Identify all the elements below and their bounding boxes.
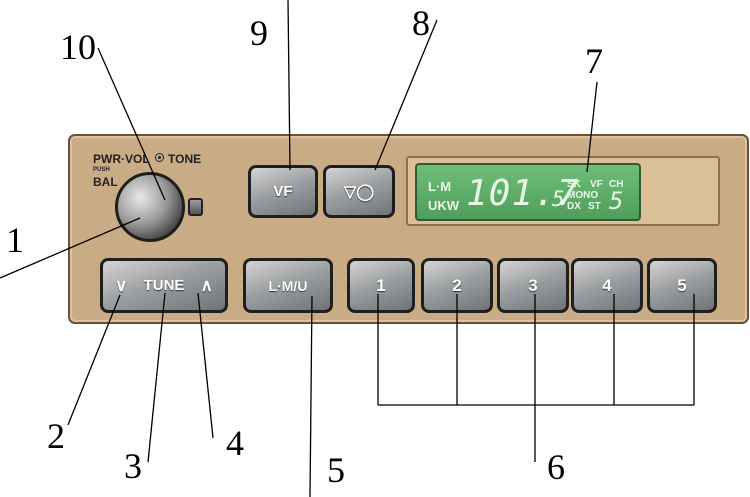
tune-down-icon[interactable]: ∨ [115, 275, 128, 295]
leader-line-5 [309, 295, 313, 497]
band-lmu-label: L·M/U [268, 277, 308, 294]
preset-5-label: 5 [677, 275, 687, 295]
lcd-sk: SK [567, 179, 581, 190]
lcd-mono: MONO [567, 190, 599, 201]
preset-button-2[interactable]: 2 [421, 258, 493, 313]
callout-1: 1 [6, 220, 24, 260]
lcd-vf: VF [590, 179, 603, 190]
lcd-frequency: 101.7 [466, 173, 580, 214]
callout-3: 3 [124, 446, 142, 486]
preset-4-label: 4 [602, 275, 612, 295]
callout-10: 10 [60, 27, 96, 67]
callout-9: 9 [250, 13, 268, 53]
lcd-channel: 5 [609, 187, 624, 215]
lcd-display [415, 163, 641, 221]
preset-button-4[interactable]: 4 [571, 258, 643, 313]
callout-6: 6 [547, 447, 565, 487]
callout-7: 7 [585, 41, 603, 81]
lcd-band-top: L·M [428, 179, 452, 194]
tune-rocker[interactable]: ∨ TUNE ∧ [100, 258, 228, 313]
preset-1-label: 1 [376, 275, 386, 295]
callout-5: 5 [327, 450, 345, 490]
lcd-ch: CH [609, 179, 624, 190]
pwr-vol-label: PWR·VOL [93, 152, 150, 166]
preset-button-1[interactable]: 1 [347, 258, 415, 313]
lcd-frequency-suffix: 5 [552, 187, 565, 211]
preset-button-3[interactable]: 3 [497, 258, 569, 313]
tone-label: TONE [168, 152, 202, 166]
knob-nub [188, 198, 203, 216]
tone-indicator-icon [155, 153, 164, 162]
band-lmu-button[interactable]: L·M/U [243, 258, 333, 313]
lcd-dx: DX [567, 201, 581, 212]
volume-knob[interactable] [115, 172, 185, 242]
preset-button-5[interactable]: 5 [647, 258, 717, 313]
lcd-band-bottom: UKW [428, 198, 460, 213]
vf-button[interactable]: VF [248, 165, 318, 218]
lcd-st: ST [588, 201, 601, 212]
callout-4: 4 [226, 423, 244, 463]
callout-8: 8 [412, 3, 430, 43]
vo-button[interactable]: ▽◯ [323, 165, 395, 218]
preset-3-label: 3 [528, 275, 538, 295]
tune-label: TUNE [143, 277, 185, 294]
vf-button-label: VF [273, 183, 293, 200]
tune-up-icon[interactable]: ∧ [200, 275, 213, 295]
preset-2-label: 2 [452, 275, 462, 295]
bal-label: BAL [93, 175, 118, 189]
vo-button-label: ▽◯ [343, 183, 375, 201]
push-label: PUSH [93, 167, 110, 173]
callout-2: 2 [47, 416, 65, 456]
